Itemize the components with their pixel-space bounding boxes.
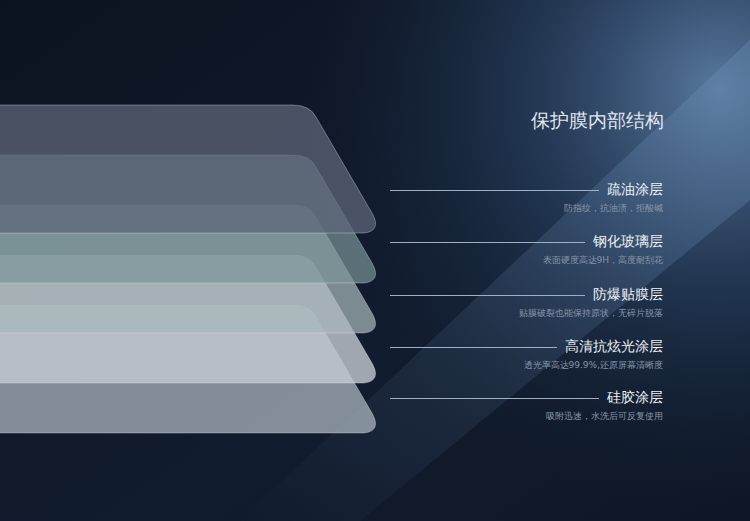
leader-line <box>390 190 599 191</box>
layer-name: 钢化玻璃层 <box>593 233 663 251</box>
leader-line <box>390 398 599 399</box>
film-layer <box>0 105 376 233</box>
layer-description: 表面硬度高达9H，高度耐刮花 <box>543 254 664 267</box>
layer-description: 贴膜破裂也能保持原状，无碎片脱落 <box>519 307 663 320</box>
layer-description: 吸附迅速，水洗后可反复使用 <box>546 410 663 423</box>
leader-line <box>390 347 557 348</box>
layers <box>0 105 376 433</box>
leader-line <box>390 295 585 296</box>
title: 保护膜内部结构 <box>531 108 664 134</box>
layer-name: 高清抗炫光涂层 <box>565 338 663 356</box>
layer-description: 防指纹，抗油渍，拒酸碱 <box>564 202 663 215</box>
layer-name: 防爆贴膜层 <box>593 286 663 304</box>
leader-line <box>390 242 585 243</box>
layer-name: 硅胶涂层 <box>607 389 663 407</box>
layer-description: 透光率高达99.9%,还原屏幕清晰度 <box>524 359 663 372</box>
layer-name: 疏油涂层 <box>607 181 663 199</box>
